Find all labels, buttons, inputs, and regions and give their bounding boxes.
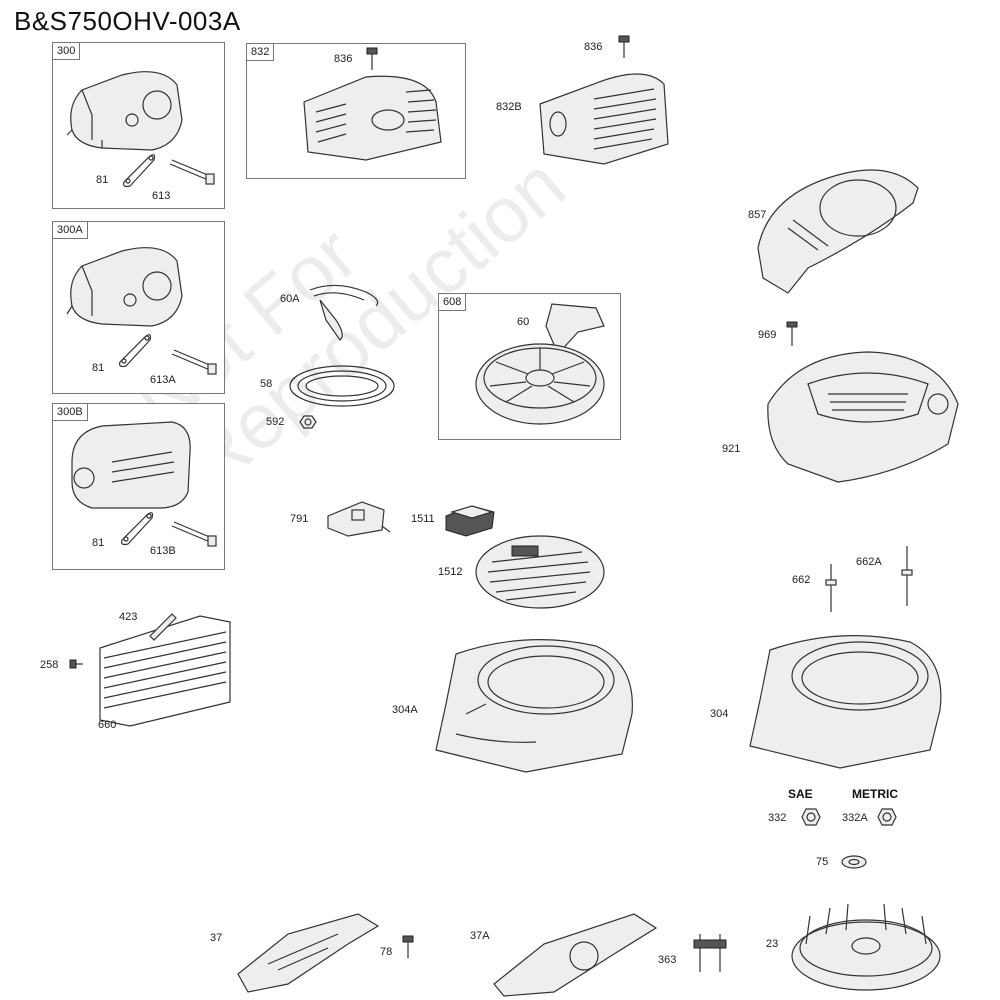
part-label-613B: 613B [150, 545, 176, 557]
part-label-1511: 1511 [411, 513, 435, 525]
spring-58-drawing [289, 365, 395, 407]
part-label-81: 81 [96, 174, 109, 186]
part-label-832B: 832B [496, 101, 522, 113]
part-label-613: 613 [152, 190, 171, 202]
part-label-662: 662 [792, 574, 811, 586]
recoil-starter-608-drawing [475, 303, 605, 425]
part-label-304: 304 [710, 708, 729, 720]
ground-363-drawing [693, 934, 727, 972]
diagram-title: B&S750OHV-003A [14, 6, 241, 36]
part-label-791: 791 [290, 513, 309, 525]
part-label-921: 921 [722, 443, 741, 455]
muffler-guard-832B-drawing [539, 73, 669, 165]
part-label-37A: 37A [470, 930, 490, 942]
header-sae: SAE [788, 787, 813, 801]
part-label-60A: 60A [280, 293, 300, 305]
part-label-332A: 332A [842, 812, 868, 824]
part-label-37: 37 [210, 932, 223, 944]
nut-332-drawing [801, 808, 821, 826]
part-label-78: 78 [380, 946, 393, 958]
rope-handle-60A-drawing [309, 284, 379, 341]
grille-1512-drawing [475, 535, 605, 609]
part-label-662A: 662A [856, 556, 882, 568]
part-label-81-b: 81 [92, 362, 105, 374]
screw-258-drawing [69, 659, 83, 669]
pin-423-drawing [149, 613, 177, 641]
part-label-613A: 613A [150, 374, 176, 386]
screw-78-drawing [402, 935, 414, 958]
blower-housing-304A-drawing [435, 639, 633, 773]
part-label-332: 332 [768, 812, 787, 824]
part-label-58: 58 [260, 378, 273, 390]
switch-791-drawing [327, 501, 391, 537]
header-metric: METRIC [852, 787, 898, 801]
flywheel-23-drawing [791, 903, 941, 991]
part-label-857: 857 [748, 209, 767, 221]
part-label-423: 423 [119, 611, 138, 623]
muffler-300-drawing [66, 71, 183, 151]
box-label-832: 832 [247, 44, 275, 61]
part-label-592: 592 [266, 416, 285, 428]
nut-592-drawing [299, 415, 317, 429]
part-label-304A: 304A [392, 704, 418, 716]
screw-836-b-drawing [618, 35, 630, 58]
box-label-300: 300 [53, 43, 81, 60]
part-label-258: 258 [40, 659, 59, 671]
part-label-1512: 1512 [438, 566, 463, 578]
part-label-969: 969 [758, 329, 777, 341]
cover-857-drawing [757, 169, 919, 294]
screw-613-drawing [169, 159, 215, 185]
part-label-23: 23 [766, 938, 779, 950]
plate-37A-drawing [493, 913, 658, 997]
muffler-300B-drawing [71, 421, 191, 509]
box-label-608: 608 [439, 294, 467, 311]
screw-613A-drawing [171, 349, 217, 375]
screen-660-drawing [99, 615, 231, 727]
muffler-300A-drawing [66, 247, 183, 327]
nut-332A-drawing [877, 808, 897, 826]
part-label-81-c: 81 [92, 537, 105, 549]
cover-1511-drawing [445, 505, 495, 537]
blower-housing-304-drawing [749, 635, 942, 769]
part-label-363: 363 [658, 954, 677, 966]
gasket-81-drawing [123, 154, 156, 188]
screw-613B-drawing [171, 521, 217, 547]
stud-662A-drawing [901, 546, 913, 606]
part-label-836-b: 836 [584, 41, 603, 53]
muffler-guard-832-drawing [303, 75, 442, 161]
blower-housing-921-drawing [767, 351, 959, 483]
box-label-300A: 300A [53, 222, 88, 239]
part-label-660: 660 [98, 719, 117, 731]
gasket-81-b-drawing [119, 334, 152, 368]
stud-662-drawing [825, 564, 837, 612]
plate-37-drawing [237, 913, 380, 993]
part-label-836-a: 836 [334, 53, 353, 65]
washer-75-drawing [841, 855, 867, 869]
part-label-75: 75 [816, 856, 829, 868]
box-label-300B: 300B [53, 404, 88, 421]
part-label-60: 60 [517, 316, 530, 328]
gasket-81-c-drawing [121, 512, 154, 546]
screw-969-drawing [786, 321, 798, 346]
screw-836-a-drawing [366, 47, 378, 70]
